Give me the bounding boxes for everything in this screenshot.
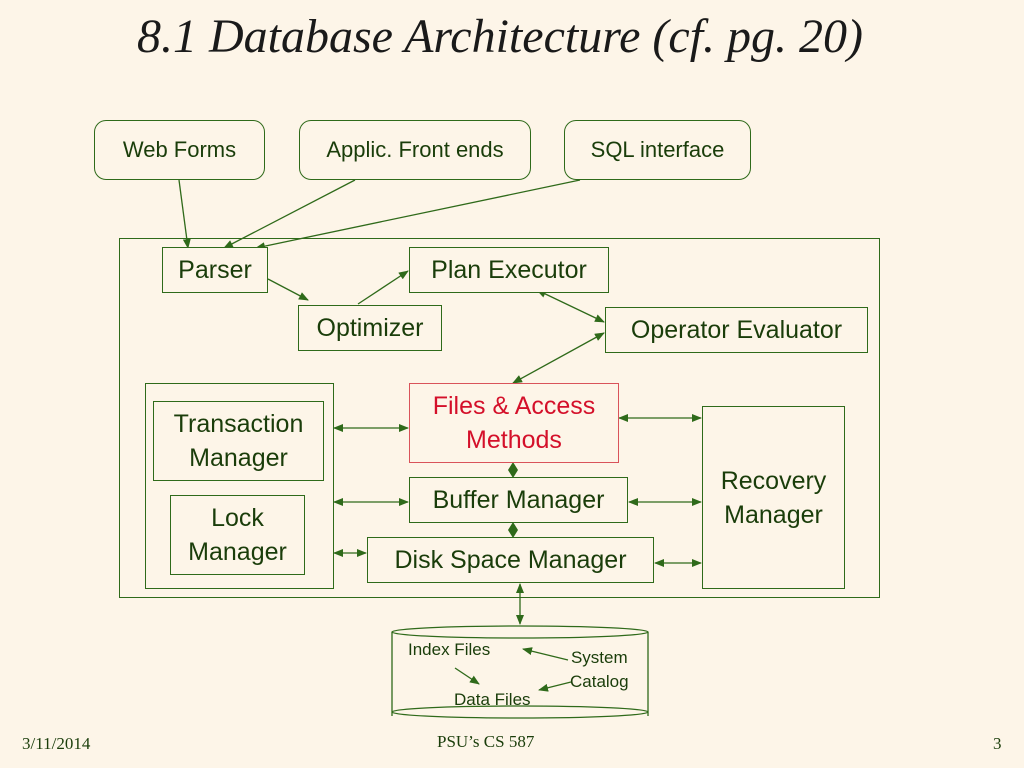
arrow-plan-executor-operator-evaluator <box>536 289 605 323</box>
optimizer-box: Optimizer <box>298 305 442 351</box>
arrow-catalog-to-index <box>522 647 569 661</box>
arrow-operator-evaluator-files <box>512 332 605 384</box>
disk-space-manager-box: Disk Space Manager <box>367 537 654 583</box>
web-forms-box: Web Forms <box>94 120 265 180</box>
footer-course: PSU’s CS 587 <box>437 732 535 751</box>
dbms-frame <box>119 238 880 598</box>
connector-files-buffer <box>508 462 518 478</box>
arrow-sql-to-parser <box>255 179 581 251</box>
buffer-manager-box: Buffer Manager <box>409 477 628 523</box>
operator-evaluator-box: Operator Evaluator <box>605 307 868 353</box>
applic-front-ends-box: Applic. Front ends <box>299 120 531 180</box>
recovery-manager-box: Recovery Manager <box>702 406 845 589</box>
arrow-optimizer-to-plan-executor <box>357 270 409 305</box>
transaction-manager-box: Transaction Manager <box>153 401 324 481</box>
data-files-label: Data Files <box>454 690 531 709</box>
system-catalog-label: System Catalog <box>570 648 629 691</box>
slide-title: 8.1 Database Architecture (cf. pg. 20) <box>136 10 864 63</box>
arrow-index-to-data <box>454 667 480 685</box>
plan-executor-box: Plan Executor <box>409 247 609 293</box>
files-access-methods-box: Files & Access Methods <box>409 383 619 463</box>
index-files-label: Index Files <box>408 640 491 659</box>
arrow-applic-to-parser <box>223 179 356 249</box>
arrow-web-forms-to-parser <box>178 179 191 249</box>
arrow-catalog-to-data <box>538 681 572 692</box>
lock-manager-box: Lock Manager <box>170 495 305 575</box>
footer-page-number: 3 <box>993 734 1002 753</box>
footer-date: 3/11/2014 <box>22 734 91 753</box>
concurrency-control-frame <box>145 383 334 589</box>
connector-buffer-disk <box>508 522 518 538</box>
arrow-parser-to-optimizer <box>267 278 309 301</box>
sql-interface-box: SQL interface <box>564 120 751 180</box>
parser-box: Parser <box>162 247 268 293</box>
disk-top-ellipse <box>391 625 649 639</box>
